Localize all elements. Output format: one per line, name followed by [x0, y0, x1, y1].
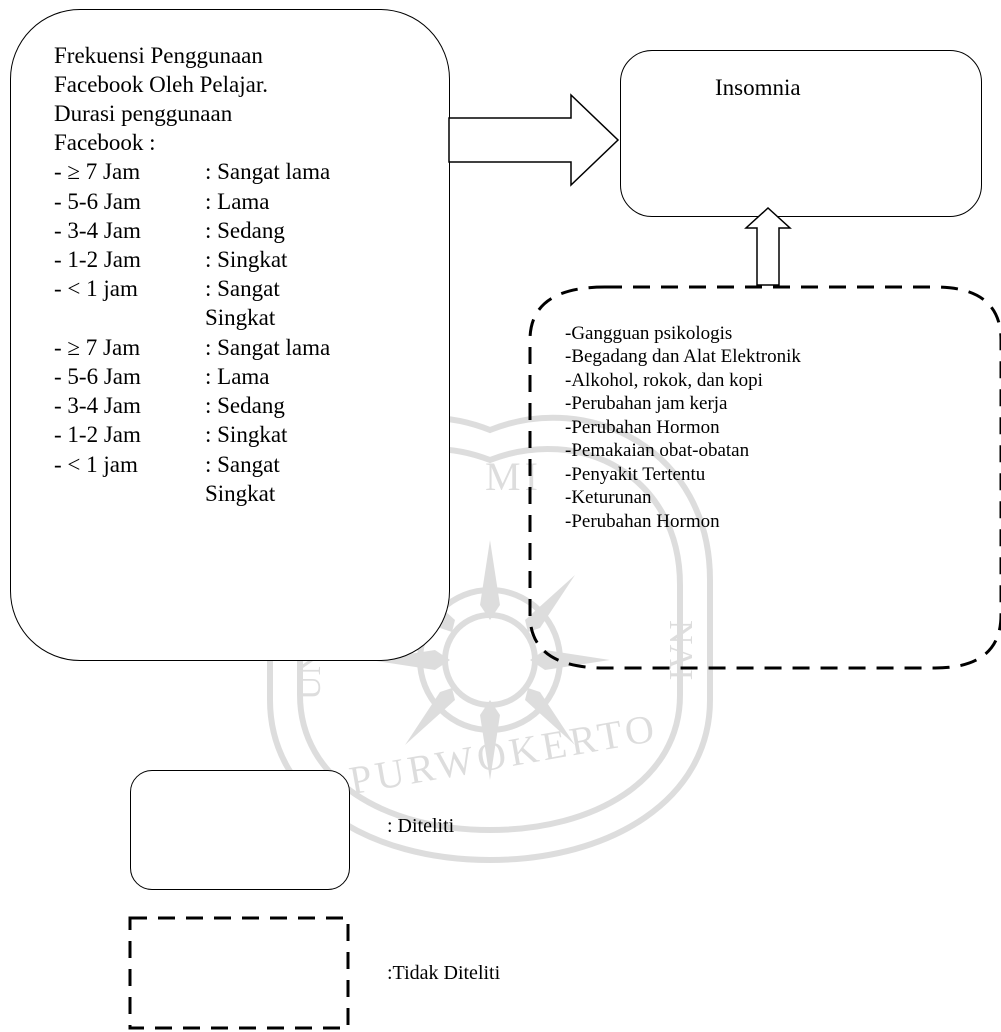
facebook-usage-box: [10, 9, 450, 661]
legend-studied-box: [130, 770, 350, 890]
row-range: - 3-4 Jam: [54, 218, 141, 243]
row-label: : Sedang: [205, 393, 285, 418]
factor-item: -Pemakaian obat-obatan: [565, 440, 750, 461]
factor-item: -Perubahan jam kerja: [565, 393, 728, 414]
row-label: : Singkat: [205, 422, 288, 447]
insomnia-box: [620, 50, 982, 217]
row-range: - < 1 jam: [54, 276, 138, 301]
row-label-continued: Singkat: [205, 481, 276, 506]
row-label: : Sangat: [205, 276, 280, 301]
factor-item: -Begadang dan Alat Elektronik: [565, 346, 801, 367]
factor-item: -Perubahan Hormon: [565, 417, 720, 438]
factor-item: -Gangguan psikologis: [565, 323, 733, 344]
row-label: : Sangat: [205, 452, 280, 477]
row-range: - 3-4 Jam: [54, 393, 141, 418]
main-title-line1: Frekuensi Penggunaan: [54, 43, 263, 68]
row-label: : Sangat lama: [205, 159, 331, 184]
factors-arrow: [744, 206, 792, 286]
factor-item: -Perubahan Hormon: [565, 511, 720, 532]
row-range: - ≥ 7 Jam: [54, 159, 141, 184]
row-range: - 5-6 Jam: [54, 364, 141, 389]
row-label: : Sangat lama: [205, 335, 331, 360]
main-title-line3: Durasi penggunaan: [54, 101, 233, 126]
main-title-line2: Facebook Oleh Pelajar.: [54, 72, 268, 97]
row-range: - ≥ 7 Jam: [54, 335, 141, 360]
university-logo-watermark: MI PURWOKERTO UNI NAI: [267, 414, 713, 864]
row-label: : Lama: [205, 189, 270, 214]
watermark-text-right: NAI: [662, 620, 699, 680]
main-arrow: [448, 93, 620, 187]
factor-item: -Penyakit Tertentu: [565, 464, 706, 485]
row-range: - 1-2 Jam: [54, 422, 141, 447]
main-title-line4: Facebook :: [54, 130, 156, 155]
factor-item: -Keturunan: [565, 487, 652, 508]
row-label: : Sedang: [205, 218, 285, 243]
legend-studied-label: : Diteliti: [387, 815, 455, 837]
row-range: - < 1 jam: [54, 452, 138, 477]
factor-item: -Alkohol, rokok, dan kopi: [565, 370, 763, 391]
legend-not-studied-label: :Tidak Diteliti: [387, 962, 501, 984]
row-range: - 5-6 Jam: [54, 189, 141, 214]
insomnia-label: Insomnia: [715, 75, 801, 100]
row-label: : Singkat: [205, 247, 288, 272]
row-label: : Lama: [205, 364, 270, 389]
legend-not-studied-box: [128, 916, 350, 1030]
row-label-continued: Singkat: [205, 305, 276, 330]
row-range: - 1-2 Jam: [54, 247, 141, 272]
factors-box: [528, 285, 1001, 670]
